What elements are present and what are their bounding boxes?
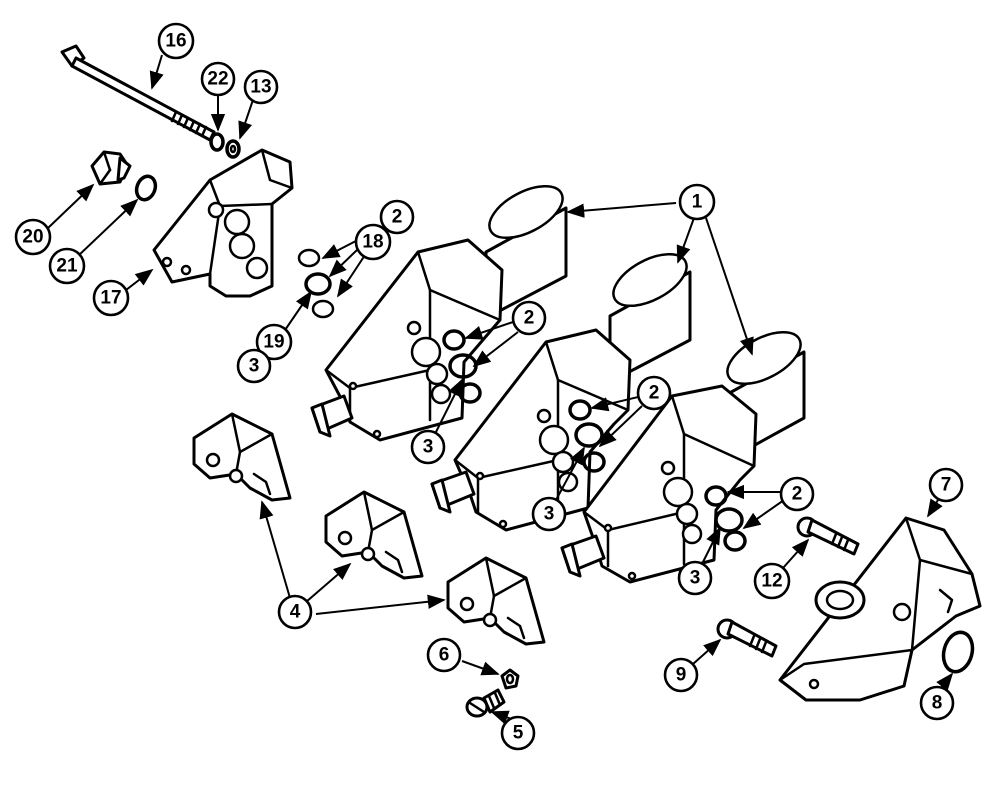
svg-text:3: 3 [423,437,434,458]
callout-1: 1 [678,183,716,221]
plug-o-ring [134,174,158,202]
clevis-bracket-2 [324,490,424,580]
callout-7: 7 [928,467,964,503]
callout-3-section-3: 3 [677,560,713,596]
callout-3-endplate: 3 [236,348,272,384]
svg-text:19: 19 [263,332,284,353]
svg-text:21: 21 [56,256,78,277]
callout-19: 19 [255,323,293,361]
callout-2-section-1: 2 [511,300,547,336]
callout-16: 16 [157,22,195,60]
callout-3-section-2: 3 [531,496,567,532]
callout-4: 4 [277,594,313,630]
clevis-bracket-3 [446,556,546,646]
lock-washer [209,132,225,152]
outlet-end-cover [778,516,982,702]
small-nut [500,668,520,690]
callout-18: 18 [354,223,392,261]
callout-3-section-1: 3 [410,429,446,465]
callout-2-section-2: 2 [636,375,672,411]
svg-text:8: 8 [932,693,943,714]
callout-5: 5 [500,715,536,751]
callout-12: 12 [753,562,791,600]
clevis-bracket-1 [192,412,292,502]
flat-washer [225,139,241,159]
svg-text:2: 2 [524,308,535,329]
svg-text:17: 17 [100,288,121,309]
svg-text:2: 2 [792,484,803,505]
svg-text:3: 3 [690,568,701,589]
adjusting-screw [465,688,506,718]
callout-20: 20 [14,218,52,256]
callout-2-endplate: 2 [379,199,415,235]
callout-22: 22 [200,61,236,97]
cap-screw-upper [796,516,860,556]
svg-text:12: 12 [761,571,782,592]
callout-2-section-3: 2 [779,476,815,512]
callout-8: 8 [919,685,955,721]
callout-6: 6 [426,637,462,673]
callout-21: 21 [48,247,86,285]
end-plate-o-rings [297,248,335,319]
svg-text:4: 4 [290,602,301,623]
svg-text:1: 1 [692,192,703,213]
long-tie-bolt [60,44,216,142]
outlet-o-ring [941,630,975,674]
valve-section-2 [430,252,692,532]
svg-text:5: 5 [513,723,524,744]
plug [90,150,132,186]
svg-text:20: 20 [22,227,43,248]
svg-text:22: 22 [207,69,228,90]
svg-text:6: 6 [439,645,450,666]
svg-text:2: 2 [392,207,403,228]
callout-17: 17 [92,279,130,317]
svg-text:9: 9 [676,665,687,686]
cap-screw-lower [716,618,778,658]
svg-text:3: 3 [249,356,260,377]
callout-13: 13 [243,69,279,105]
svg-text:2: 2 [649,383,660,404]
svg-text:16: 16 [165,31,186,52]
svg-text:13: 13 [250,77,271,98]
svg-text:3: 3 [544,504,555,525]
callout-9: 9 [663,657,699,693]
svg-text:18: 18 [362,232,383,253]
svg-text:7: 7 [941,475,952,496]
inlet-end-plate [152,148,294,298]
